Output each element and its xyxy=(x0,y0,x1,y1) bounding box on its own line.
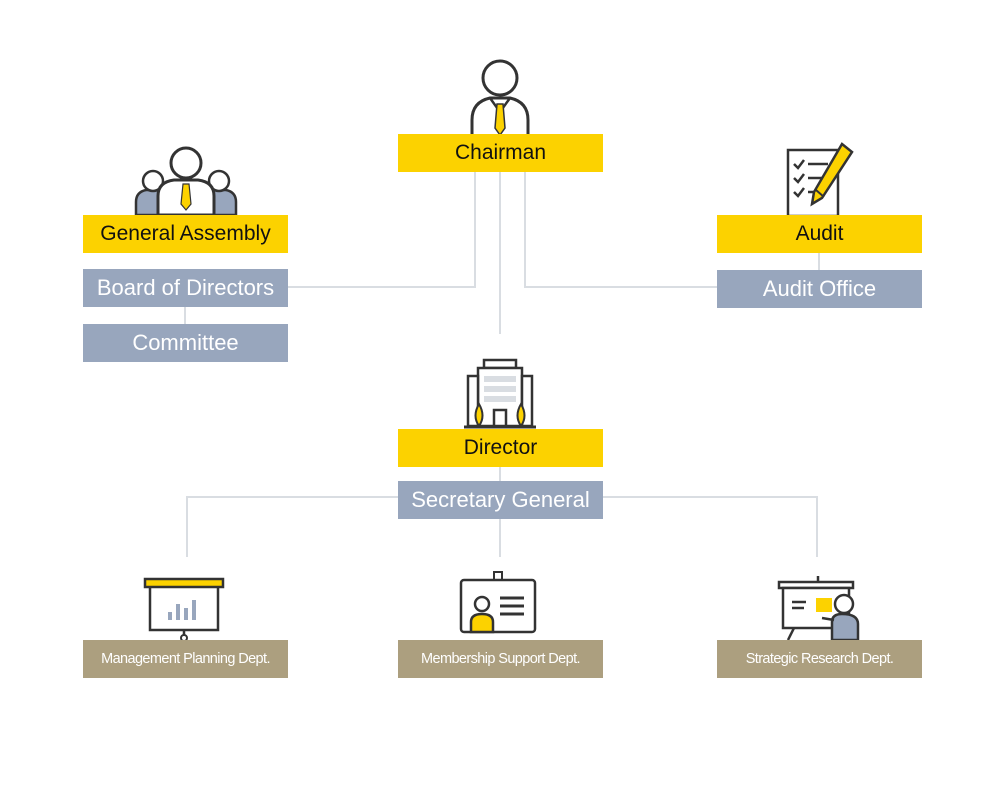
connector-line xyxy=(474,172,476,288)
presentation-board-icon xyxy=(142,576,226,642)
person-with-tie-icon xyxy=(462,58,538,136)
connector-line xyxy=(184,307,186,324)
checklist-pencil-icon xyxy=(784,142,856,218)
building-icon xyxy=(462,356,538,430)
director-box: Director xyxy=(398,429,603,467)
connector-line xyxy=(288,286,476,288)
connector-line xyxy=(186,496,188,557)
presenter-icon xyxy=(776,574,862,642)
strategic-research-dept-box: Strategic Research Dept. xyxy=(717,640,922,678)
connector-line xyxy=(816,496,818,557)
group-icon xyxy=(134,146,238,216)
board-of-directors-box: Board of Directors xyxy=(83,269,288,307)
general-assembly-box: General Assembly xyxy=(83,215,288,253)
audit-office-box: Audit Office xyxy=(717,270,922,308)
connector-line xyxy=(499,172,501,334)
membership-support-dept-box: Membership Support Dept. xyxy=(398,640,603,678)
secretary-general-box: Secretary General xyxy=(398,481,603,519)
id-card-icon xyxy=(458,570,538,636)
audit-box: Audit xyxy=(717,215,922,253)
connector-line xyxy=(524,286,717,288)
committee-box: Committee xyxy=(83,324,288,362)
chairman-box: Chairman xyxy=(398,134,603,172)
connector-line xyxy=(818,253,820,270)
management-planning-dept-box: Management Planning Dept. xyxy=(83,640,288,678)
connector-line xyxy=(524,172,526,288)
